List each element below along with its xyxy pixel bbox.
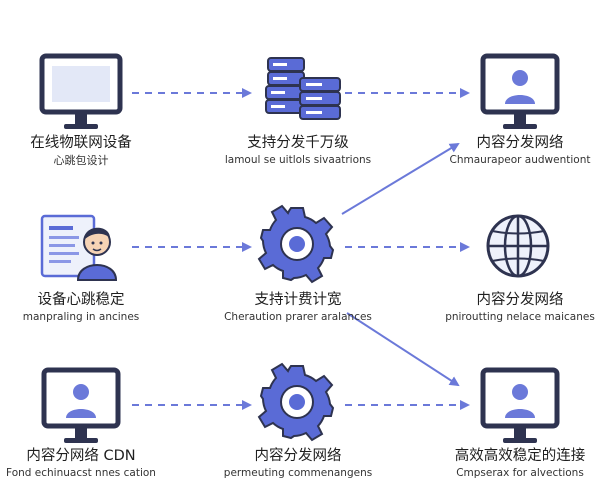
node-title: 内容分发网络 [476, 135, 564, 151]
node-subtitle: Chmaurapeor audwentiont [449, 154, 591, 166]
node-subtitle: permeuting commenangens [223, 467, 373, 479]
gear-icon [257, 362, 335, 442]
node-title: 设备心跳稳定 [37, 292, 125, 308]
node-subtitle: lamoul se uitlols sivaatrions [224, 154, 372, 166]
globe-icon [486, 214, 550, 278]
node-title: 高效高效稳定的连接 [454, 448, 586, 464]
node-r1c2-label: 支持分发千万级 lamoul se uitlols sivaatrions [198, 134, 398, 167]
node-r3c1-label: 内容分网络 CDN Fond echinuacst nnes cation [0, 447, 181, 480]
node-subtitle: 心跳包设计 [53, 154, 109, 167]
node-r2c3-label: 内容分发网络 pniroutting nelace maicanes [420, 291, 600, 324]
gear-icon [257, 204, 335, 284]
server-stack-icon [265, 57, 341, 120]
node-r3c3-label: 高效高效稳定的连接 Cmpserax for alvections [420, 447, 600, 480]
monitor-user-icon [480, 367, 560, 443]
user-document-icon [40, 214, 118, 281]
arrow-diag-up [341, 142, 460, 215]
node-subtitle: Cheraution prarer aralances [224, 311, 372, 323]
node-title: 内容分发网络 [476, 292, 564, 308]
monitor-user-icon [41, 367, 121, 443]
node-subtitle: Cmpserax for alvections [456, 467, 584, 479]
node-subtitle: pniroutting nelace maicanes [445, 311, 595, 323]
node-title: 支持计费计宽 [254, 292, 342, 308]
node-title: 支持分发千万级 [247, 135, 349, 151]
node-title: 内容分发网络 [254, 448, 342, 464]
arrow-diag-down [346, 312, 460, 387]
node-r3c2-label: 内容分发网络 permeuting commenangens [198, 447, 398, 480]
node-r1c1-label: 在线物联网设备 心跳包设计 [0, 134, 181, 167]
node-subtitle: manpraling in ancines [22, 311, 140, 323]
connectors [132, 88, 470, 410]
node-r2c1-label: 设备心跳稳定 manpraling in ancines [0, 291, 181, 324]
monitor-user-icon [480, 53, 560, 129]
node-title: 在线物联网设备 [30, 135, 132, 151]
node-subtitle: Fond echinuacst nnes cation [6, 467, 156, 479]
node-title: 内容分网络 CDN [26, 448, 136, 464]
monitor-icon [39, 53, 123, 129]
node-r2c2-label: 支持计费计宽 Cheraution prarer aralances [198, 291, 398, 324]
node-r1c3-label: 内容分发网络 Chmaurapeor audwentiont [420, 134, 600, 167]
